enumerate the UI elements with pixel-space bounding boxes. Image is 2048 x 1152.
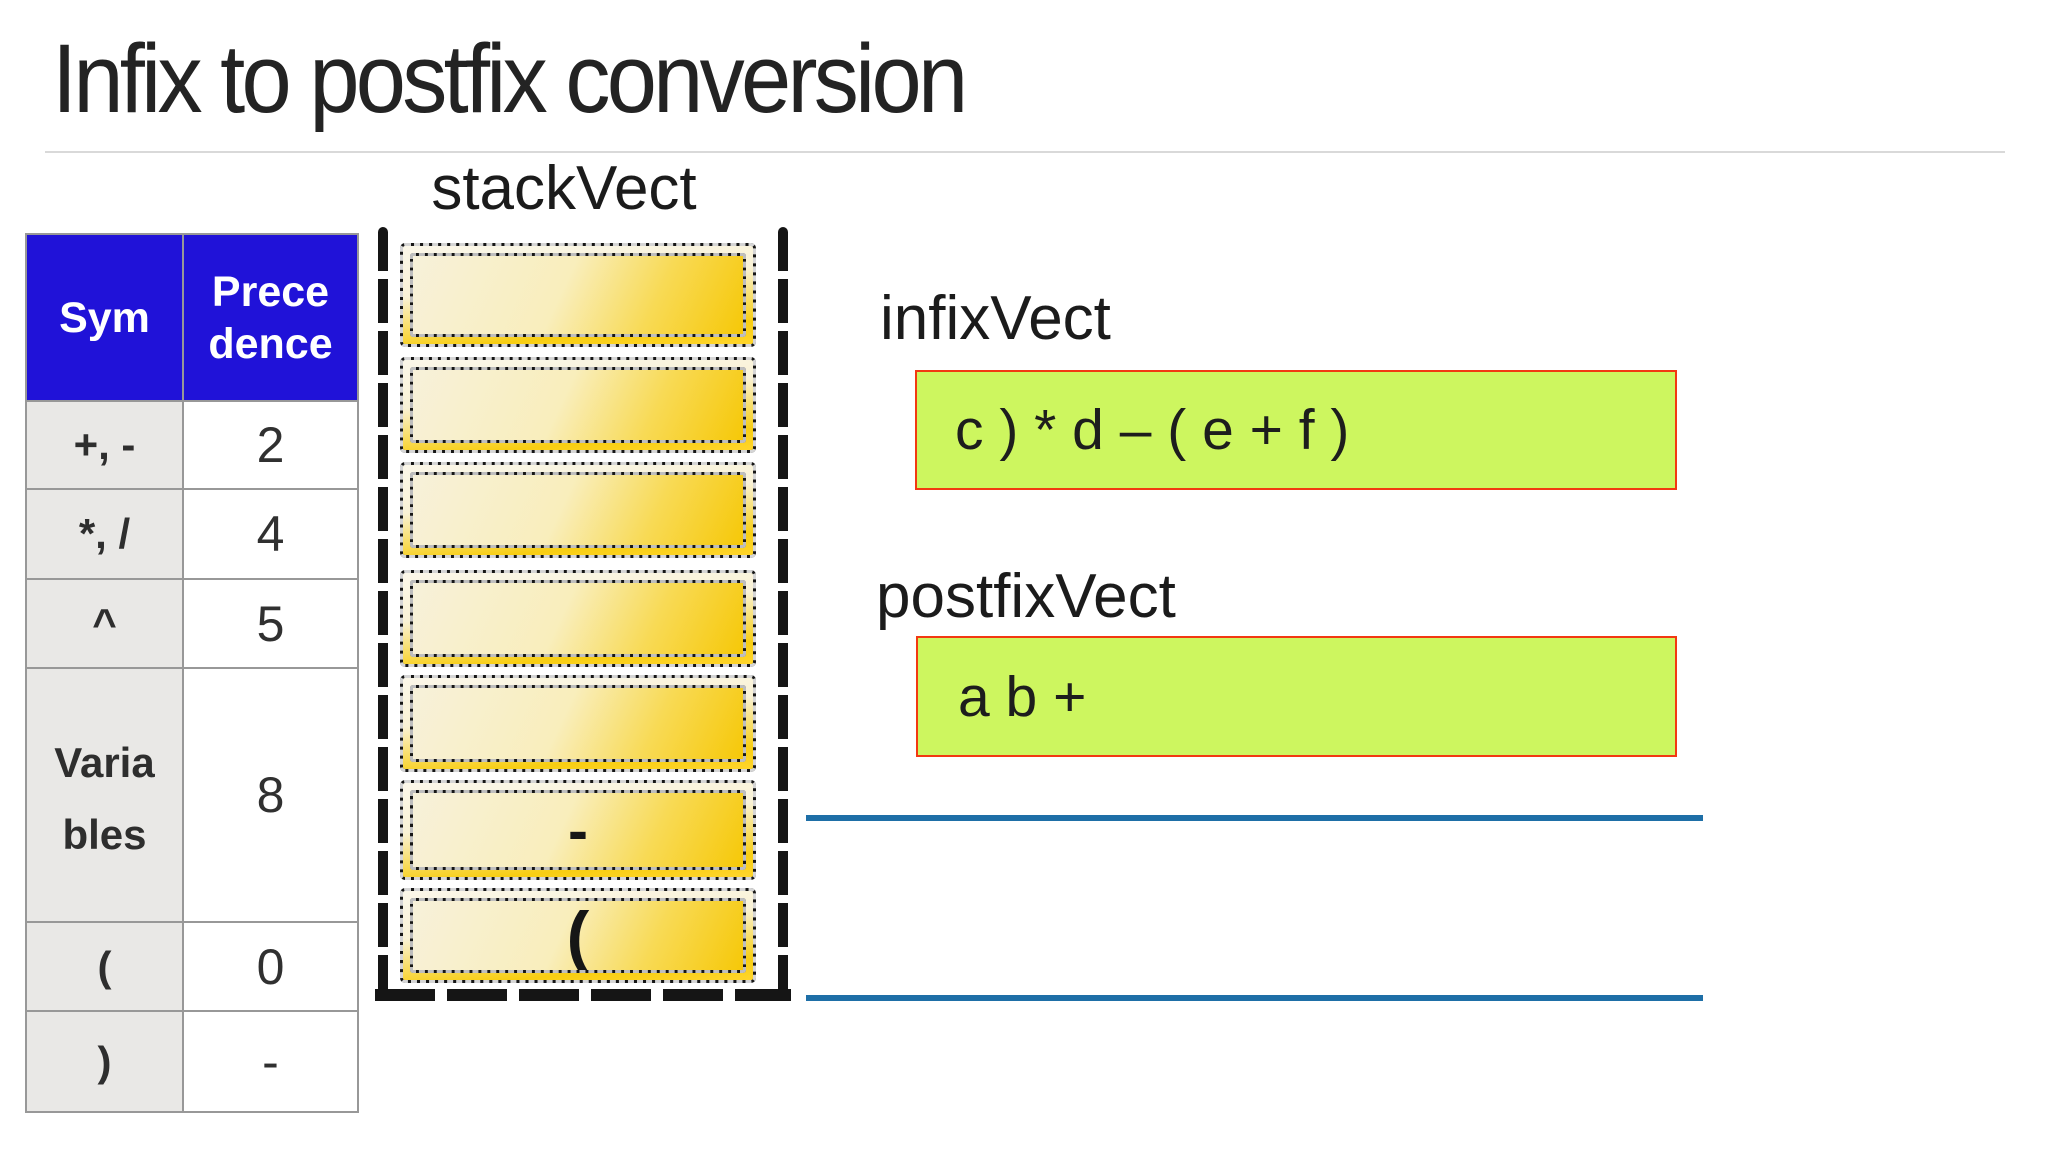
table-row: ) - bbox=[25, 1010, 359, 1113]
precedence-cell: 8 bbox=[182, 667, 359, 923]
table-header-precedence: Prece dence bbox=[182, 233, 359, 402]
sym-cell: *, / bbox=[25, 488, 184, 580]
stack-cell-face bbox=[410, 580, 746, 657]
precedence-cell: 2 bbox=[182, 400, 359, 490]
stack-cell-face bbox=[410, 472, 746, 548]
postfix-vector-value: a b + bbox=[958, 664, 1087, 729]
stack-cell bbox=[400, 570, 756, 667]
stack-cell-value: ( bbox=[566, 897, 590, 974]
output-line-bottom bbox=[806, 995, 1703, 1001]
table-header-row: Sym Prece dence bbox=[25, 233, 359, 402]
sym-cell: +, - bbox=[25, 400, 184, 490]
postfix-vector-label: postfixVect bbox=[876, 562, 1176, 631]
stack-cell bbox=[400, 675, 756, 772]
sym-cell: ^ bbox=[25, 578, 184, 669]
stack-vector-label: stackVect bbox=[431, 154, 697, 223]
infix-vector-label: infixVect bbox=[880, 284, 1111, 353]
table-row: ( 0 bbox=[25, 921, 359, 1012]
stack-cell-face bbox=[410, 253, 746, 337]
precedence-table: Sym Prece dence +, - 2 *, / 4 ^ 5 Varia … bbox=[25, 233, 359, 1113]
stack-container: - ( bbox=[375, 227, 791, 1001]
stack-cell: - bbox=[400, 780, 756, 880]
table-row: Varia bles 8 bbox=[25, 667, 359, 923]
precedence-cell: - bbox=[182, 1010, 359, 1113]
table-row: +, - 2 bbox=[25, 400, 359, 490]
stack-cell bbox=[400, 243, 756, 347]
title-divider bbox=[45, 151, 2005, 153]
slide-title: Infix to postfix conversion bbox=[52, 24, 968, 133]
table-header-sym: Sym bbox=[25, 233, 184, 402]
stack-cell-face: - bbox=[410, 790, 746, 870]
stack-bottom-edge bbox=[375, 989, 791, 1001]
table-row: ^ 5 bbox=[25, 578, 359, 669]
stack-cell: ( bbox=[400, 888, 756, 983]
sym-cell: ( bbox=[25, 921, 184, 1012]
precedence-cell: 4 bbox=[182, 488, 359, 580]
stack-left-edge bbox=[378, 227, 388, 1001]
infix-vector-box: c ) * d – ( e + f ) bbox=[915, 370, 1677, 490]
stack-cell-face bbox=[410, 685, 746, 762]
sym-cell: ) bbox=[25, 1010, 184, 1113]
sym-cell: Varia bles bbox=[25, 667, 184, 923]
precedence-cell: 5 bbox=[182, 578, 359, 669]
stack-cell bbox=[400, 462, 756, 558]
postfix-vector-box: a b + bbox=[916, 636, 1677, 757]
output-line-top bbox=[806, 815, 1703, 821]
stack-cell bbox=[400, 357, 756, 453]
stack-cell-face bbox=[410, 367, 746, 443]
stack-cell-value: - bbox=[568, 796, 588, 864]
infix-vector-value: c ) * d – ( e + f ) bbox=[955, 398, 1350, 462]
stack-cell-face: ( bbox=[410, 897, 746, 974]
precedence-cell: 0 bbox=[182, 921, 359, 1012]
sym-cell-clipped-text: Varia bles bbox=[54, 739, 155, 858]
stack-right-edge bbox=[778, 227, 788, 1001]
table-row: *, / 4 bbox=[25, 488, 359, 580]
